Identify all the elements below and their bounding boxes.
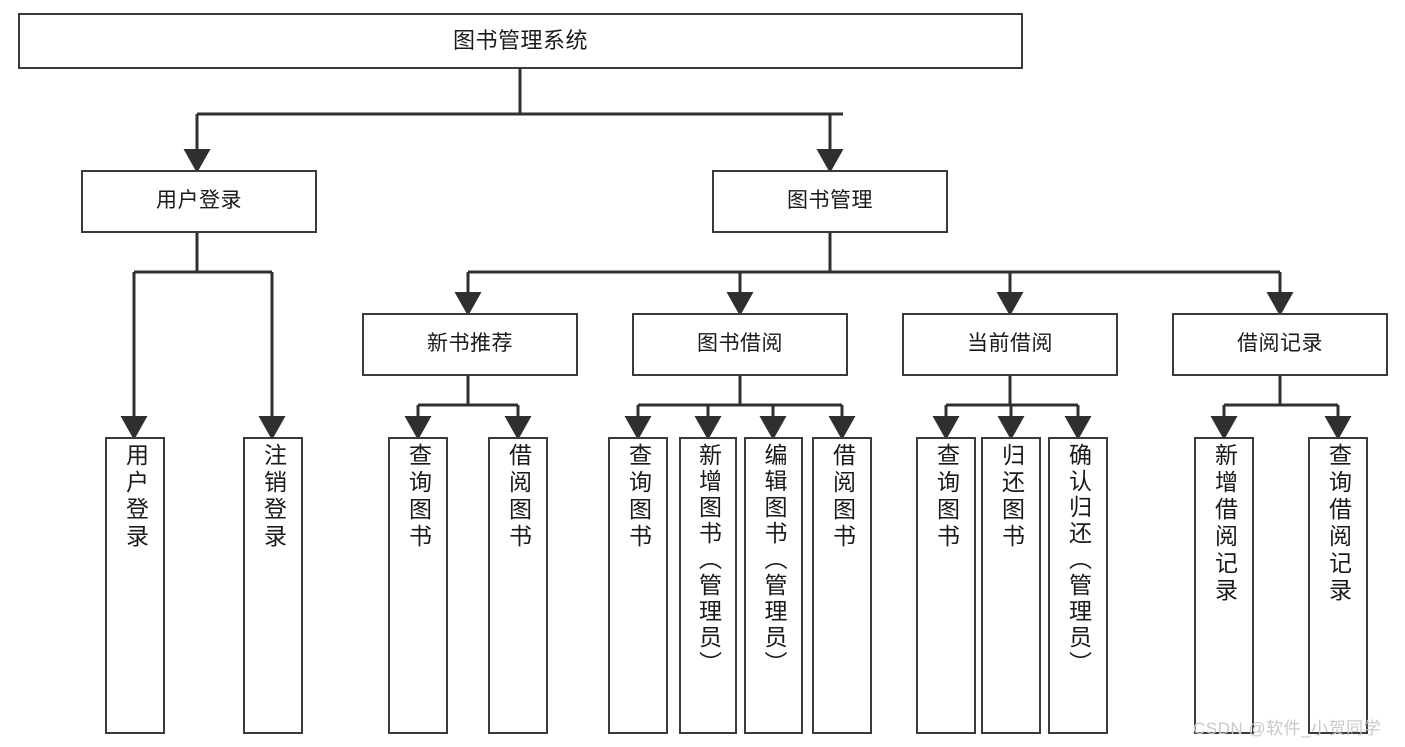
node-leaf-add-borrow-record[interactable]: 新增借阅记录 [1194,437,1254,734]
node-leaf-query-book-current[interactable]: 查询图书 [916,437,976,734]
node-leaf-query-borrow-record[interactable]: 查询借阅记录 [1308,437,1368,734]
node-label: 图书管理系统 [452,28,588,54]
node-leaf-user-login[interactable]: 用户登录 [105,437,165,734]
node-label: 当前借阅 [967,332,1053,356]
node-leaf-query-book-borrow[interactable]: 查询图书 [608,437,668,734]
node-label: 新增图书（管理员） [695,443,722,677]
node-new-book-recommend[interactable]: 新书推荐 [362,313,578,376]
node-leaf-confirm-return-admin[interactable]: 确认归还（管理员） [1048,437,1108,734]
node-label: 确认归还（管理员） [1065,443,1092,677]
node-leaf-add-book-admin[interactable]: 新增图书（管理员） [679,437,737,734]
node-label: 编辑图书（管理员） [761,443,787,677]
node-label: 新增借阅记录 [1211,443,1238,605]
node-label: 查询图书 [625,443,652,551]
node-current-borrow[interactable]: 当前借阅 [902,313,1118,376]
node-label: 图书借阅 [697,332,783,356]
node-label: 新书推荐 [427,332,513,356]
node-label: 借阅图书 [505,443,532,551]
node-user-login[interactable]: 用户登录 [81,170,317,233]
node-leaf-borrow-book-recommend[interactable]: 借阅图书 [488,437,548,734]
node-book-management[interactable]: 图书管理 [712,170,948,233]
node-root-library-system[interactable]: 图书管理系统 [18,13,1023,69]
node-label: 借阅图书 [829,443,856,551]
node-leaf-return-book[interactable]: 归还图书 [981,437,1041,734]
watermark: CSDN @软件_小贺同学 [1193,719,1382,738]
node-label: 查询图书 [933,443,960,551]
node-label: 查询借阅记录 [1325,443,1352,605]
node-leaf-borrow-book[interactable]: 借阅图书 [812,437,872,734]
node-leaf-edit-book-admin[interactable]: 编辑图书（管理员） [744,437,803,734]
node-label: 图书管理 [787,189,873,213]
node-label: 借阅记录 [1237,332,1323,356]
node-label: 查询图书 [405,443,432,551]
node-leaf-query-book-recommend[interactable]: 查询图书 [388,437,448,734]
node-label: 用户登录 [156,189,242,213]
node-label: 用户登录 [122,443,149,551]
node-label: 归还图书 [998,443,1025,551]
node-borrow-record[interactable]: 借阅记录 [1172,313,1388,376]
node-leaf-logout[interactable]: 注销登录 [243,437,303,734]
node-book-borrow[interactable]: 图书借阅 [632,313,848,376]
node-label: 注销登录 [260,443,287,551]
